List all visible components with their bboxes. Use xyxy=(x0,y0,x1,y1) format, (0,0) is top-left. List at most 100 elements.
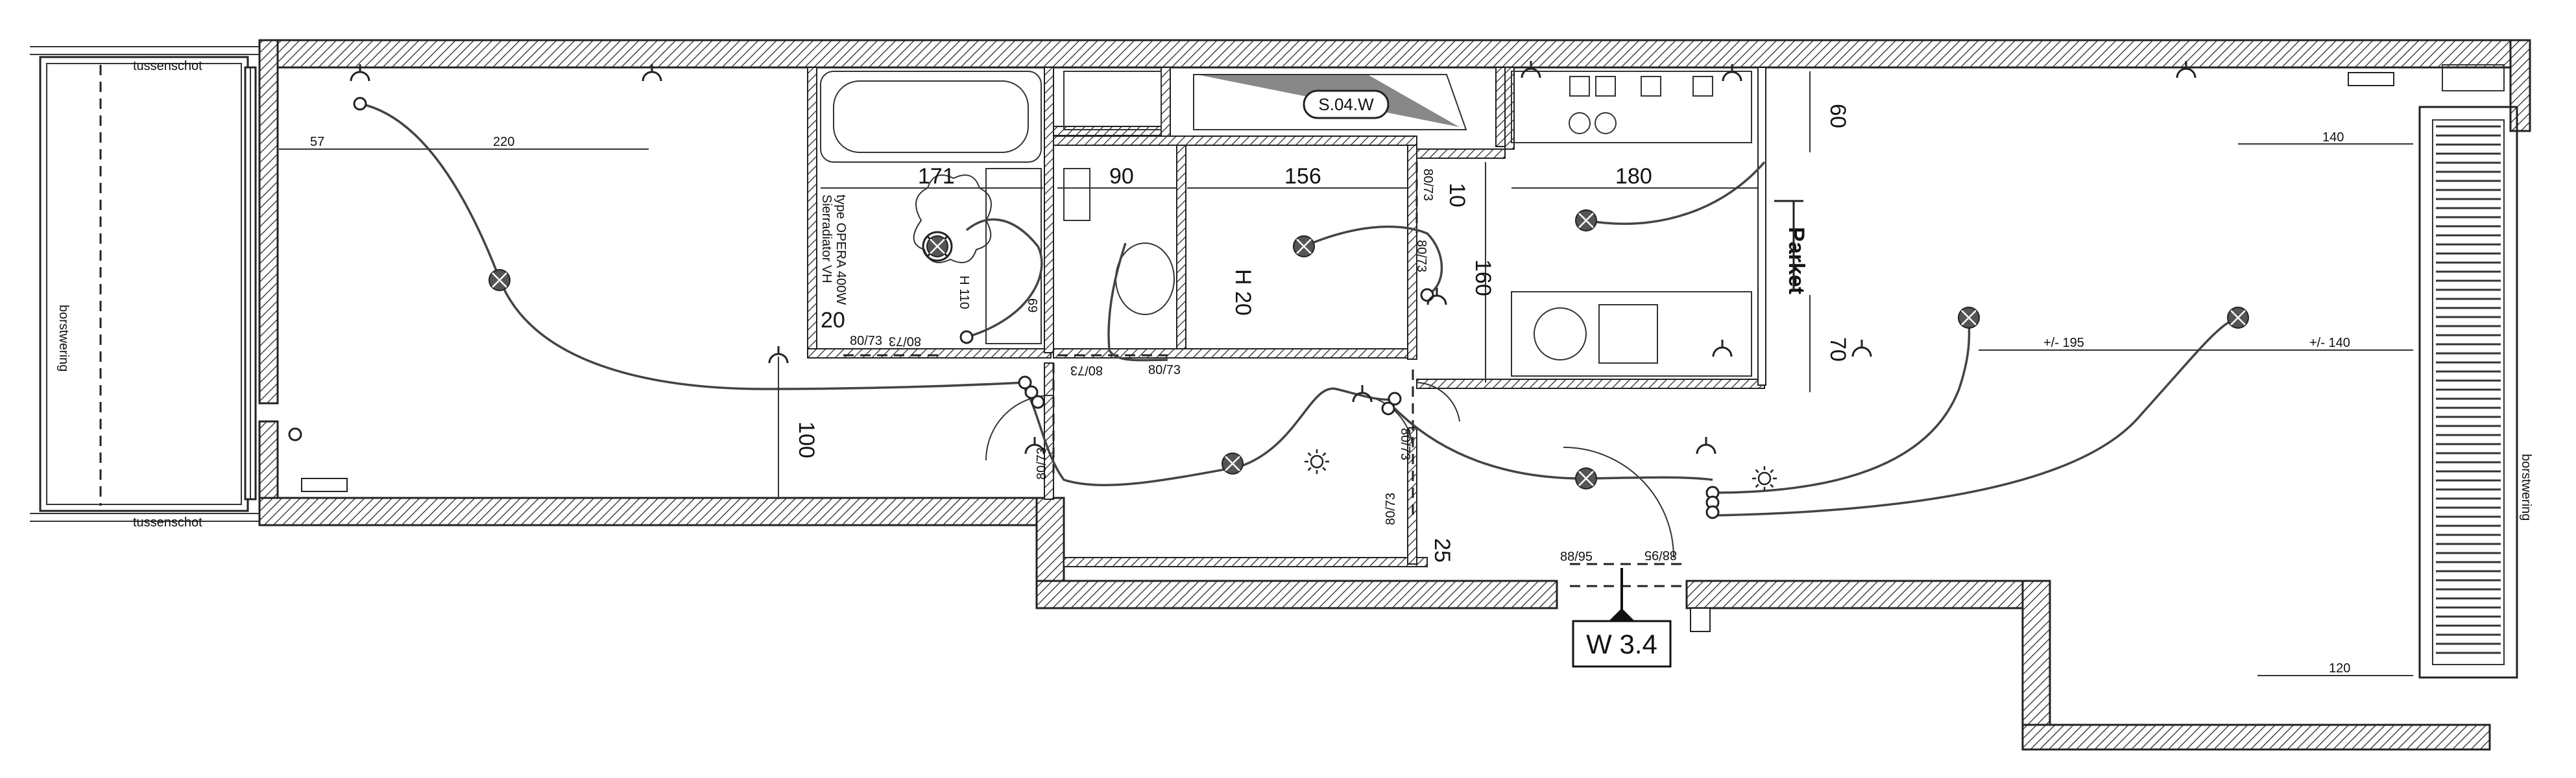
wire-hall-right xyxy=(1393,407,1713,481)
wall-right xyxy=(2509,39,2531,132)
dim-20: 20 xyxy=(821,308,845,333)
parket-label: Parket xyxy=(1784,227,1809,294)
wire-bed xyxy=(1303,225,1443,296)
dim-57: 57 xyxy=(310,135,324,149)
light-fixture-icon xyxy=(926,235,948,257)
dimension-labels: 57 220 171 90 156 180 60 10 160 70 20 10… xyxy=(310,104,2350,676)
section-ref-label: S.04.W xyxy=(1318,95,1374,114)
outlet-icon xyxy=(1722,64,1742,82)
outlet-icon xyxy=(768,346,789,364)
dim-70: 70 xyxy=(1825,337,1850,362)
door-entry-right: 88/95 xyxy=(1644,548,1677,562)
borstwering-right-label: borstwering xyxy=(2519,454,2533,521)
smoke-detector-icon xyxy=(1752,466,1777,491)
light-fixture-icon xyxy=(1575,467,1597,489)
outlet-icon xyxy=(350,64,370,82)
borstwering-left-label: borstwering xyxy=(56,305,71,371)
dim-60: 60 xyxy=(1825,104,1850,128)
dim-10: 10 xyxy=(1445,183,1469,207)
switch-icon xyxy=(1024,385,1039,399)
switch-icon xyxy=(1018,375,1032,390)
wire-wc xyxy=(1107,242,1168,362)
outlet-icon xyxy=(1696,437,1716,454)
dim-195: +/- 195 xyxy=(2043,336,2084,350)
door-labels: 80/73 80/73 80/73 80/73 80/73 80/73 80/7… xyxy=(850,169,1677,564)
outlet-icon xyxy=(642,64,662,82)
wall-bottom-right xyxy=(2021,724,2491,751)
wire-living-right2 xyxy=(1712,316,2239,517)
switch-icon xyxy=(1705,505,1720,519)
dim-156: 156 xyxy=(1284,164,1321,189)
wire-hall-left xyxy=(1024,387,1395,487)
left-balcony: borstwering tussenschot tussenschot xyxy=(30,46,259,530)
door-wc2: 80/73 xyxy=(1148,363,1181,377)
dim-69: 69 xyxy=(1025,298,1039,312)
electrical-symbols xyxy=(288,61,2249,519)
light-fixture-icon xyxy=(1222,453,1244,475)
tussenschot-bottom-label: tussenschot xyxy=(133,515,202,530)
balcony-slats xyxy=(2436,125,2501,654)
switch-icon xyxy=(1031,395,1045,409)
light-fixture-icon xyxy=(1293,235,1315,257)
door-swings xyxy=(985,382,1674,558)
outlet-icon xyxy=(2176,61,2197,78)
wall-left-upper xyxy=(258,39,279,405)
outlet-icon xyxy=(1851,340,1872,357)
door-bath: 80/73 xyxy=(850,334,882,348)
light-fixture-icon xyxy=(488,269,511,291)
outlet-icon xyxy=(1352,385,1373,403)
light-fixture-icon xyxy=(1575,209,1597,231)
right-balcony: borstwering xyxy=(2418,64,2533,679)
wall-top xyxy=(258,39,2525,69)
door-hall-bottom: 80/73 xyxy=(1384,493,1398,525)
dim-90: 90 xyxy=(1109,164,1134,189)
door-bath2: 80/73 xyxy=(889,334,921,348)
switch-icon xyxy=(288,427,302,442)
switch-icon xyxy=(959,330,974,344)
dim-100: 100 xyxy=(794,421,819,458)
tussenschot-top-label: tussenschot xyxy=(133,59,202,73)
door-bed2: 80/73 xyxy=(1414,240,1428,272)
outlet-icon xyxy=(1426,288,1447,305)
switch-icon xyxy=(1388,392,1402,406)
unit-ref-label: W 3.4 xyxy=(1586,629,1657,659)
dim-180: 180 xyxy=(1615,164,1652,189)
dim-140b: +/- 140 xyxy=(2309,336,2350,350)
light-fixture-icon xyxy=(2227,307,2249,329)
wall-step-down-right xyxy=(2021,580,2051,751)
door-entry-left: 88/95 xyxy=(1560,550,1593,564)
dim-160: 160 xyxy=(1471,259,1495,296)
dim-120: 120 xyxy=(2329,661,2350,676)
switch-icon xyxy=(1381,401,1395,416)
radiator-note-1: Sierradiator VH xyxy=(819,194,834,283)
radiator-note-2: type OPERA 400W xyxy=(834,194,848,305)
section-reference: S.04.W xyxy=(1303,89,1390,119)
wire-living-right1 xyxy=(1712,317,1971,494)
dim-140: 140 xyxy=(2322,130,2344,145)
light-fixture-icon xyxy=(1958,307,1980,329)
door-kitchen: 80/73 xyxy=(1398,428,1412,460)
wire-living-left xyxy=(359,102,1026,390)
switch-icon xyxy=(353,97,367,111)
interior-walls xyxy=(807,67,1766,567)
dim-171: 171 xyxy=(918,164,955,189)
switch-icon xyxy=(1420,288,1434,302)
dimension-lines xyxy=(279,71,2413,676)
dim-h20: H 20 xyxy=(1231,269,1255,316)
wall-bottom-mid-left xyxy=(1035,580,1558,609)
smoke-detector-icon xyxy=(1305,449,1329,474)
outlet-icon xyxy=(1712,340,1733,357)
door-bed: 80/73 xyxy=(1421,169,1435,201)
room-labels: Sierradiator VH type OPERA 400W H 110 Pa… xyxy=(819,194,1809,309)
outlet-icon xyxy=(1024,437,1045,454)
door-wc: 80/73 xyxy=(1070,363,1103,377)
outer-walls xyxy=(258,39,2531,751)
wire-bath xyxy=(965,218,1043,338)
fixtures xyxy=(301,71,2394,492)
unit-reference: W 3.4 xyxy=(1572,568,1711,668)
radiator-note-3: H 110 xyxy=(957,276,971,309)
wall-bottom-left xyxy=(258,497,1065,526)
wall-bottom-mid-right xyxy=(1685,580,2051,609)
dim-220: 220 xyxy=(493,135,514,149)
